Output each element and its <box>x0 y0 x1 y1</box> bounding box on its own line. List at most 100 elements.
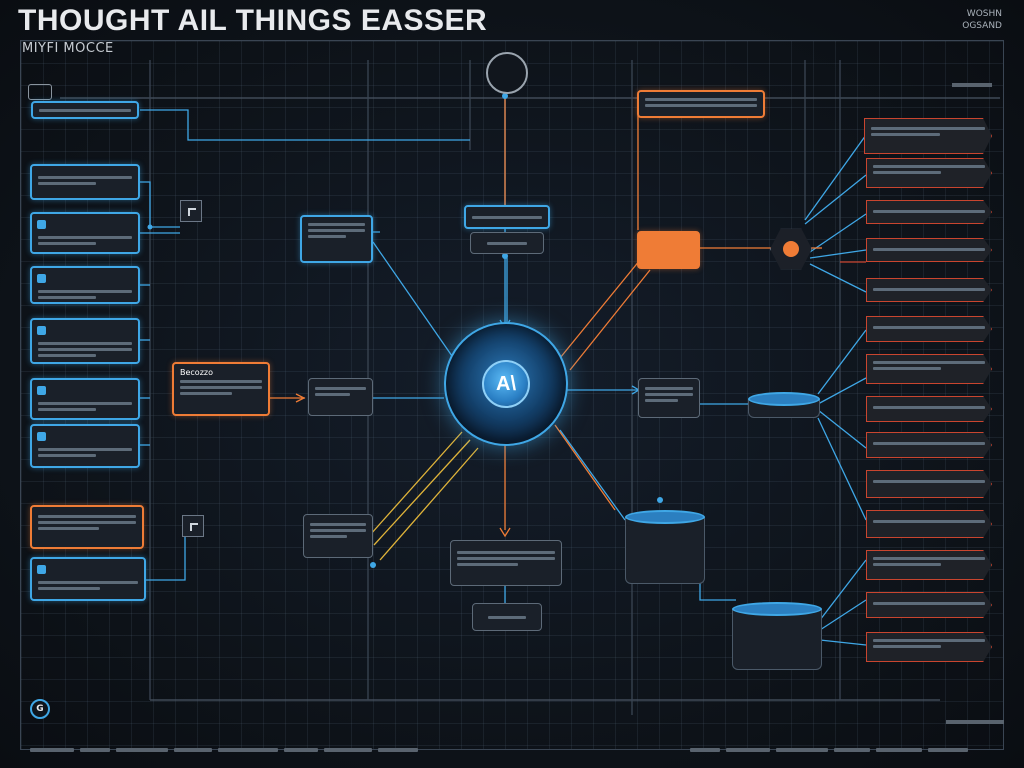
right-node-4[interactable] <box>866 238 992 262</box>
right-node-9[interactable] <box>866 432 992 458</box>
database-icon[interactable] <box>748 392 820 418</box>
left-node-6[interactable] <box>30 378 140 420</box>
right-node-1[interactable] <box>864 118 992 154</box>
gray-node-lower-left[interactable] <box>303 514 373 558</box>
page-subtitle: MIYFI MOCCE <box>22 41 114 56</box>
connector-orange <box>554 424 616 511</box>
text-bar <box>871 127 985 130</box>
right-node-10[interactable] <box>866 470 992 498</box>
top-circle-node[interactable] <box>486 52 528 94</box>
brand-line-2: OGSAND <box>962 21 1002 31</box>
blue-node-upper-left[interactable] <box>300 215 373 263</box>
text-bar <box>873 557 985 560</box>
footer-bar <box>690 748 720 752</box>
bottom-right-cap-bar <box>946 720 1004 724</box>
ai-hub[interactable]: A\ <box>444 322 568 446</box>
hexagon-core <box>783 241 799 257</box>
left-node-8[interactable] <box>30 505 144 549</box>
arrow-head <box>295 393 306 403</box>
connector-blue <box>817 409 867 449</box>
text-bar <box>873 406 985 409</box>
connector-blue <box>819 639 867 646</box>
node-tag-icon <box>37 565 46 574</box>
cylinder-body <box>732 609 822 670</box>
footer-bar <box>174 748 212 752</box>
brand-mark: WOSHN OGSAND <box>962 8 1002 32</box>
blue-node-top[interactable] <box>464 205 550 229</box>
left-node-1[interactable] <box>31 101 139 119</box>
text-bar <box>873 171 942 174</box>
text-bar <box>38 236 132 239</box>
text-bar <box>38 521 136 524</box>
footer-bar <box>80 748 110 752</box>
text-bar <box>873 520 985 523</box>
connector-blue <box>819 599 867 631</box>
connector-orange <box>559 259 641 359</box>
text-bar <box>645 393 693 396</box>
text-bar <box>38 402 132 405</box>
text-bar <box>38 454 97 457</box>
text-bar <box>180 386 262 389</box>
text-bar <box>873 248 985 251</box>
connector-blue <box>699 545 736 601</box>
text-bar <box>873 288 985 291</box>
orange-node-top[interactable] <box>637 90 765 118</box>
text-bar <box>38 527 99 530</box>
database-icon[interactable] <box>732 602 822 670</box>
footer-bar <box>876 748 922 752</box>
right-node-13[interactable] <box>866 592 992 618</box>
right-node-12[interactable] <box>866 550 992 580</box>
left-node-4[interactable] <box>30 266 140 304</box>
text-bar <box>38 408 97 411</box>
footer-bar <box>726 748 770 752</box>
text-bar <box>180 392 232 395</box>
text-bar <box>457 557 555 560</box>
node-tag-icon <box>37 220 46 229</box>
text-bar <box>873 645 942 648</box>
right-node-6[interactable] <box>866 316 992 342</box>
junction-dot <box>370 562 376 568</box>
gray-node-bottom-small[interactable] <box>472 603 542 631</box>
text-bar <box>315 387 366 390</box>
gray-node-top[interactable] <box>470 232 544 254</box>
connector-blue <box>140 181 180 228</box>
left-node-9[interactable] <box>30 557 146 601</box>
text-bar <box>645 387 693 390</box>
hub-ai-icon: A\ <box>482 360 530 408</box>
left-node-2[interactable] <box>30 164 140 200</box>
corner-logo-glyph: G <box>36 704 44 714</box>
left-node-5[interactable] <box>30 318 140 364</box>
right-node-2[interactable] <box>866 158 992 188</box>
footer-bar <box>776 748 828 752</box>
connector-blue <box>809 249 867 259</box>
gray-node-bottom[interactable] <box>450 540 562 586</box>
orange-node-filled[interactable] <box>637 231 700 269</box>
footer-bar <box>928 748 968 752</box>
text-bar <box>873 602 985 605</box>
chevron-box-icon[interactable] <box>182 515 204 537</box>
right-node-8[interactable] <box>866 396 992 422</box>
text-bar <box>38 515 136 518</box>
gray-node-left[interactable] <box>308 378 373 416</box>
footer-bar <box>284 748 318 752</box>
orange-left-node[interactable]: Becozzo <box>172 362 270 416</box>
right-node-14[interactable] <box>866 632 992 662</box>
right-node-7[interactable] <box>866 354 992 384</box>
cylinder-body <box>625 517 705 584</box>
footer-bar <box>218 748 278 752</box>
connector-orange <box>569 269 651 371</box>
hub-label: A\ <box>496 372 516 395</box>
database-icon[interactable] <box>625 510 705 584</box>
chevron-box-icon[interactable] <box>180 200 202 222</box>
page-title: THOUGHT AIL THINGS EASSER <box>18 4 488 37</box>
right-node-3[interactable] <box>866 200 992 224</box>
left-node-7[interactable] <box>30 424 140 468</box>
left-node-3[interactable] <box>30 212 140 254</box>
text-bar <box>873 639 985 642</box>
text-bar <box>310 523 366 526</box>
right-node-5[interactable] <box>866 278 992 302</box>
right-node-11[interactable] <box>866 510 992 538</box>
text-bar <box>38 348 132 351</box>
gray-node-right[interactable] <box>638 378 700 418</box>
